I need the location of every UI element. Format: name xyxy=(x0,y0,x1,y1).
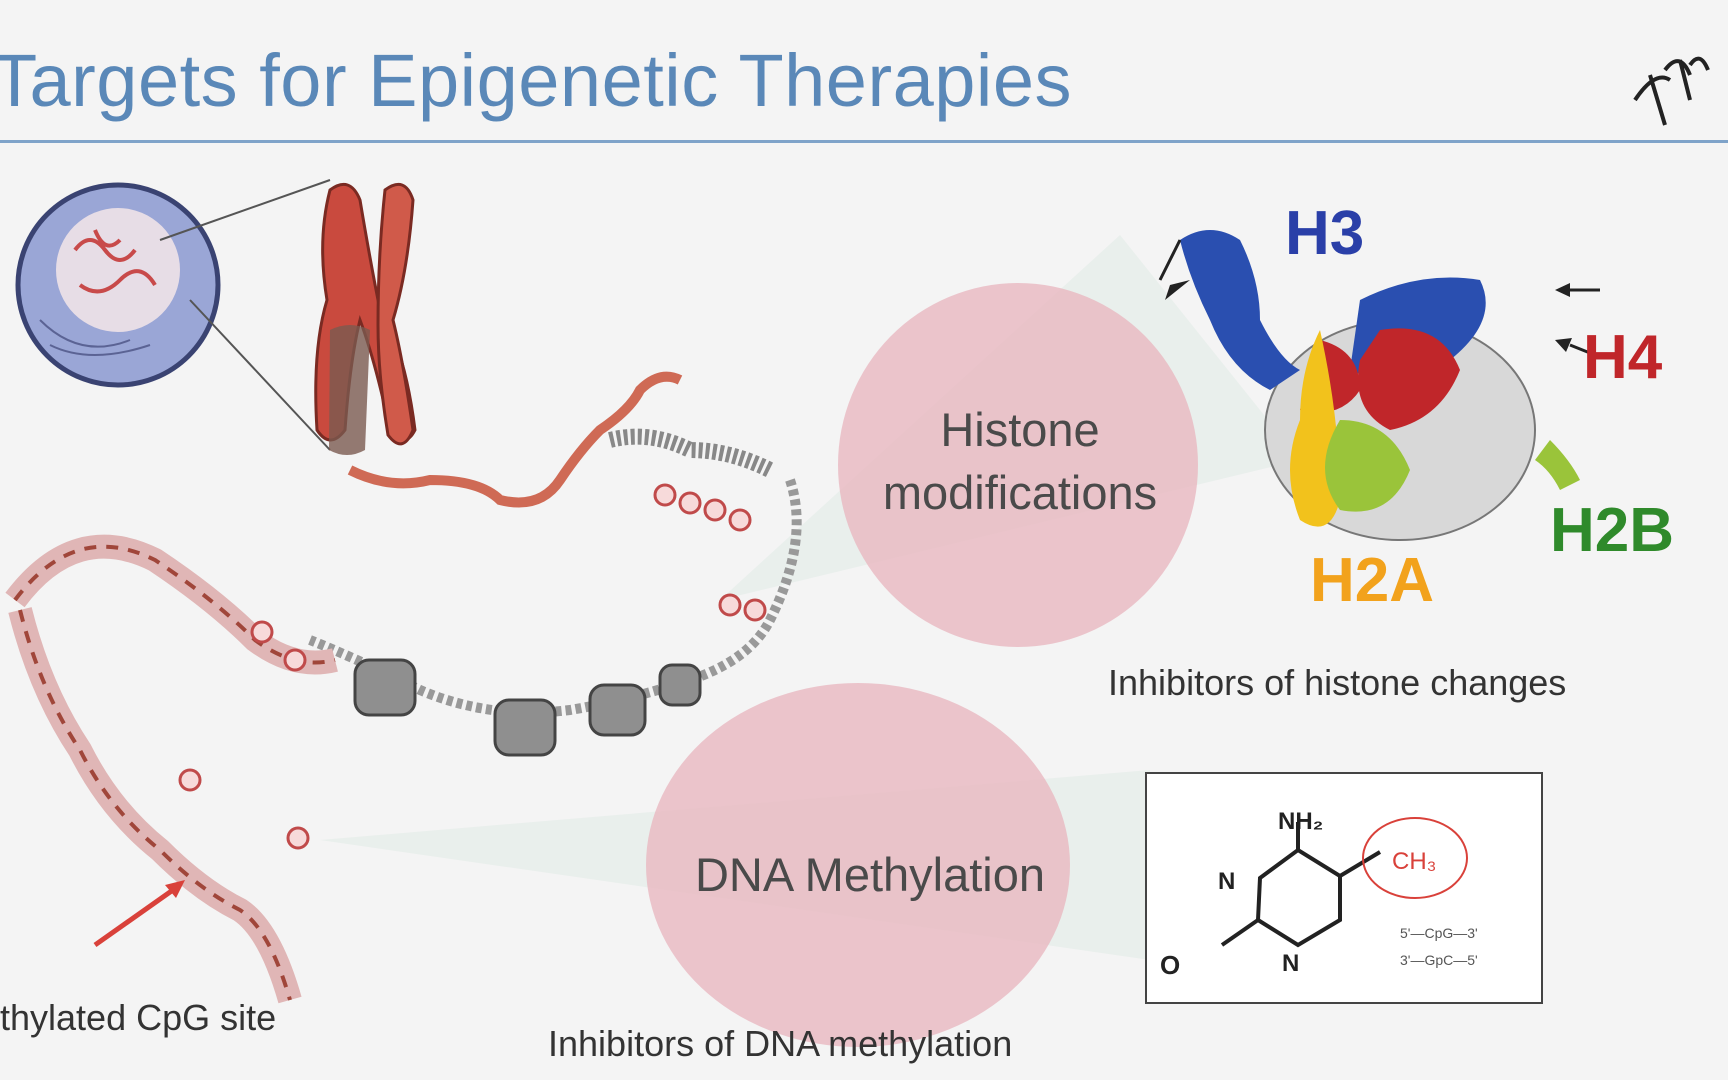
histone-bubble xyxy=(838,283,1198,647)
chromatin-fiber xyxy=(347,371,683,508)
dna-bubble xyxy=(646,683,1070,1047)
histone-bubble-label-line1: Histone xyxy=(940,403,1100,456)
ch3-label: CH₃ xyxy=(1392,848,1437,875)
chromosome-image xyxy=(314,182,417,455)
cytosine-structure-box xyxy=(1145,772,1543,1004)
h3-label: H3 xyxy=(1285,199,1365,268)
dna-bubble-label: DNA Methylation xyxy=(694,848,1046,901)
cpg-sequence-top: 5'—CpG—3' xyxy=(1400,925,1478,941)
cell-nucleus-image xyxy=(15,182,221,388)
cpg-site-caption: thylated CpG site xyxy=(0,997,277,1038)
slide-title: Targets for Epigenetic Therapies xyxy=(0,39,1073,122)
dna-inhibitors-caption: Inhibitors of DNA methylation xyxy=(548,1023,1013,1064)
h4-label: H4 xyxy=(1583,323,1663,392)
methyl-marks-dna xyxy=(178,620,310,850)
nh2-label: NH₂ xyxy=(1278,808,1324,835)
methyl-marks-top xyxy=(653,483,767,622)
institution-logo xyxy=(1633,56,1710,126)
n2-atom-label: N xyxy=(1282,950,1300,977)
nucleosome-images xyxy=(353,658,702,757)
nucleosome-structure-image xyxy=(1158,230,1600,541)
h2b-label: H2B xyxy=(1550,496,1675,565)
cpg-arrow xyxy=(93,882,182,948)
histone-bubble-label-line2: modifications xyxy=(882,466,1158,519)
cpg-sequence-bottom: 3'—GpC—5' xyxy=(1400,952,1478,968)
o-atom-label: O xyxy=(1160,950,1181,980)
dna-helix xyxy=(5,534,338,1004)
n1-atom-label: N xyxy=(1218,868,1236,895)
histone-inhibitors-caption: Inhibitors of histone changes xyxy=(1108,662,1567,703)
h2a-label: H2A xyxy=(1310,546,1435,615)
title-divider xyxy=(0,140,1728,143)
